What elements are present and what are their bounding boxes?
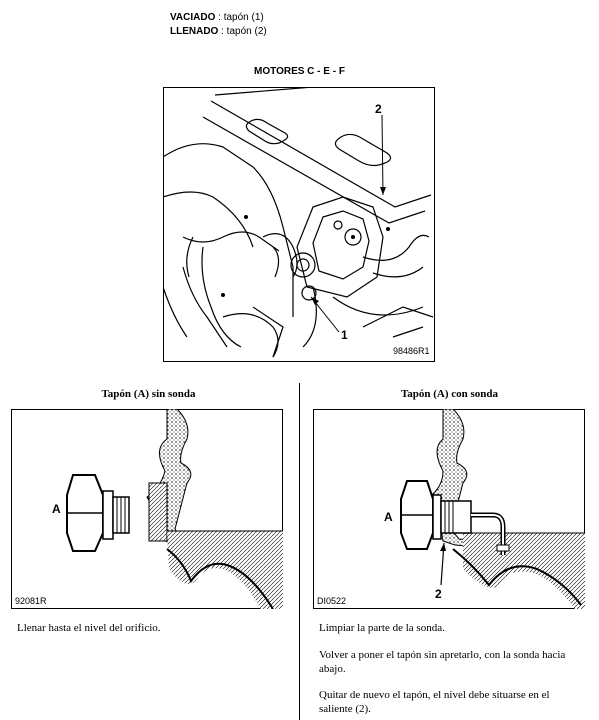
left-column-title: Tapón (A) sin sonda [101, 388, 196, 400]
engine-callout-1: 1 [341, 328, 348, 342]
right-callout-2: 2 [435, 587, 442, 601]
vaciado-label: VACIADO [170, 12, 216, 23]
llenado-label: LLENADO [170, 26, 219, 37]
header-llenado: LLENADO : tapón (2) [170, 25, 267, 39]
left-paragraph: Llenar hasta el nivel del orificio. [17, 622, 161, 634]
engine-figure-code: 98486R1 [393, 346, 430, 356]
plug-without-probe-illustration [11, 408, 284, 610]
right-figure-code: DI0522 [317, 596, 347, 606]
header-vaciado: VACIADO : tapón (1) [170, 11, 264, 25]
llenado-value: : tapón (2) [221, 26, 267, 37]
engine-figure: 2 1 98486R1 [162, 86, 435, 362]
left-callout-a: A [52, 502, 61, 516]
vaciado-value: : tapón (1) [218, 12, 264, 23]
left-figure-code: 92081R [15, 596, 47, 606]
right-paragraph-3: Quitar de nuevo el tapón, el nivel debe … [319, 689, 550, 715]
right-callout-a: A [384, 510, 393, 524]
left-figure: A 92081R [11, 408, 284, 610]
engine-illustration [162, 86, 435, 362]
right-column-title: Tapón (A) con sonda [400, 388, 499, 400]
engine-section-title: MOTORES C - E - F [254, 66, 345, 77]
plug-with-probe-illustration [313, 408, 586, 609]
column-divider [299, 383, 300, 720]
engine-callout-2: 2 [375, 102, 382, 116]
right-figure: A 2 DI0522 [313, 408, 586, 609]
right-paragraph-1: Limpiar la parte de la sonda. [319, 622, 445, 634]
right-paragraph-2: Volver a poner el tapón sin apretarlo, c… [319, 649, 566, 675]
